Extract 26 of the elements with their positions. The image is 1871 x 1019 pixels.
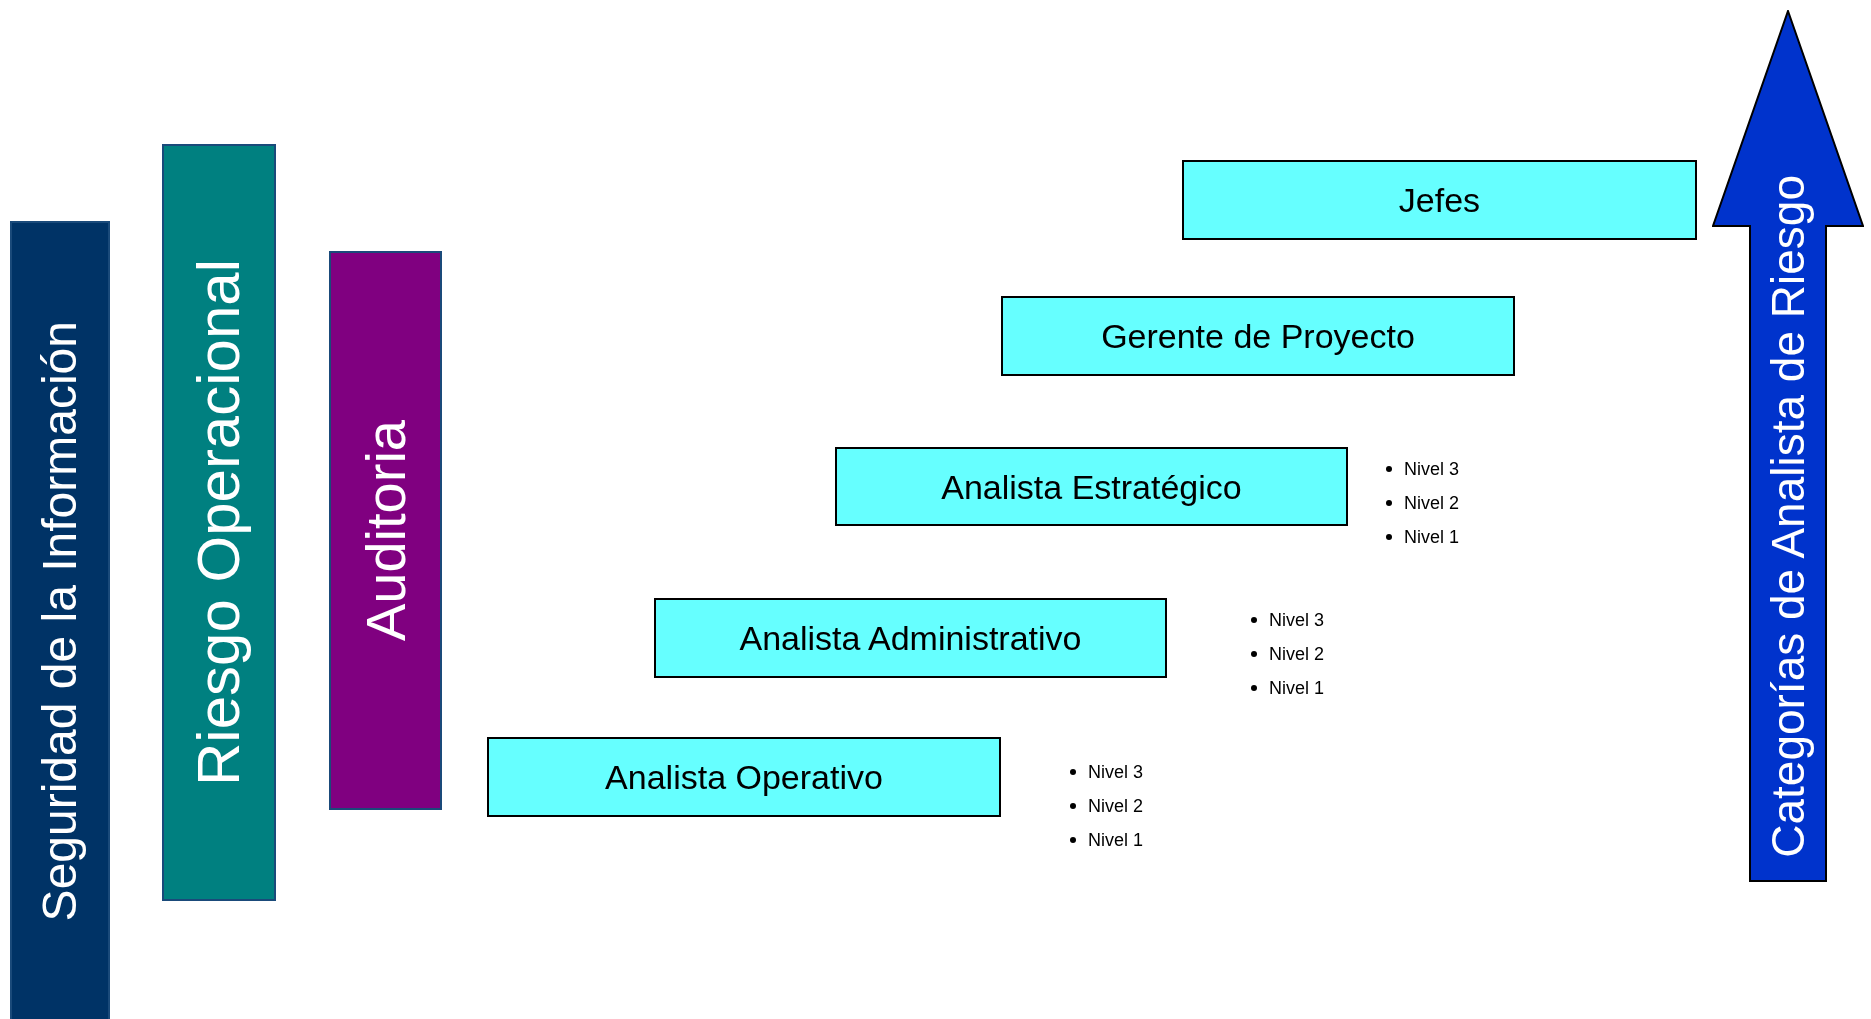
level-item: Nivel 3 [1404, 459, 1460, 479]
role-label: Jefes [1398, 183, 1481, 217]
role-label: Analista Administrativo [739, 621, 1082, 655]
level-item: Nivel 1 [1404, 527, 1460, 547]
role-box [1001, 296, 1515, 376]
role-box [654, 598, 1167, 678]
bar-label: Seguridad de la Información [36, 320, 84, 922]
level-item: Nivel 1 [1269, 678, 1325, 698]
level-item: Nivel 3 [1269, 610, 1325, 630]
role-label: Gerente de Proyecto [1101, 319, 1415, 353]
bar-label: Riesgo Operacional [189, 259, 249, 786]
role-label: Analista Estratégico [941, 469, 1242, 504]
bar-label: Auditoria [357, 420, 414, 641]
level-item: Nivel 1 [1088, 830, 1144, 850]
role-label: Analista Operativo [605, 760, 883, 794]
role-box [487, 737, 1001, 817]
up-arrow [1712, 10, 1864, 882]
category-bar [162, 144, 276, 901]
category-bar [329, 251, 442, 810]
role-box [1182, 160, 1697, 240]
level-item: Nivel 2 [1088, 796, 1144, 816]
level-item: Nivel 2 [1404, 493, 1460, 513]
level-item: Nivel 3 [1088, 762, 1144, 782]
category-bar [10, 221, 110, 1019]
role-box [835, 447, 1348, 526]
level-item: Nivel 2 [1269, 644, 1325, 664]
